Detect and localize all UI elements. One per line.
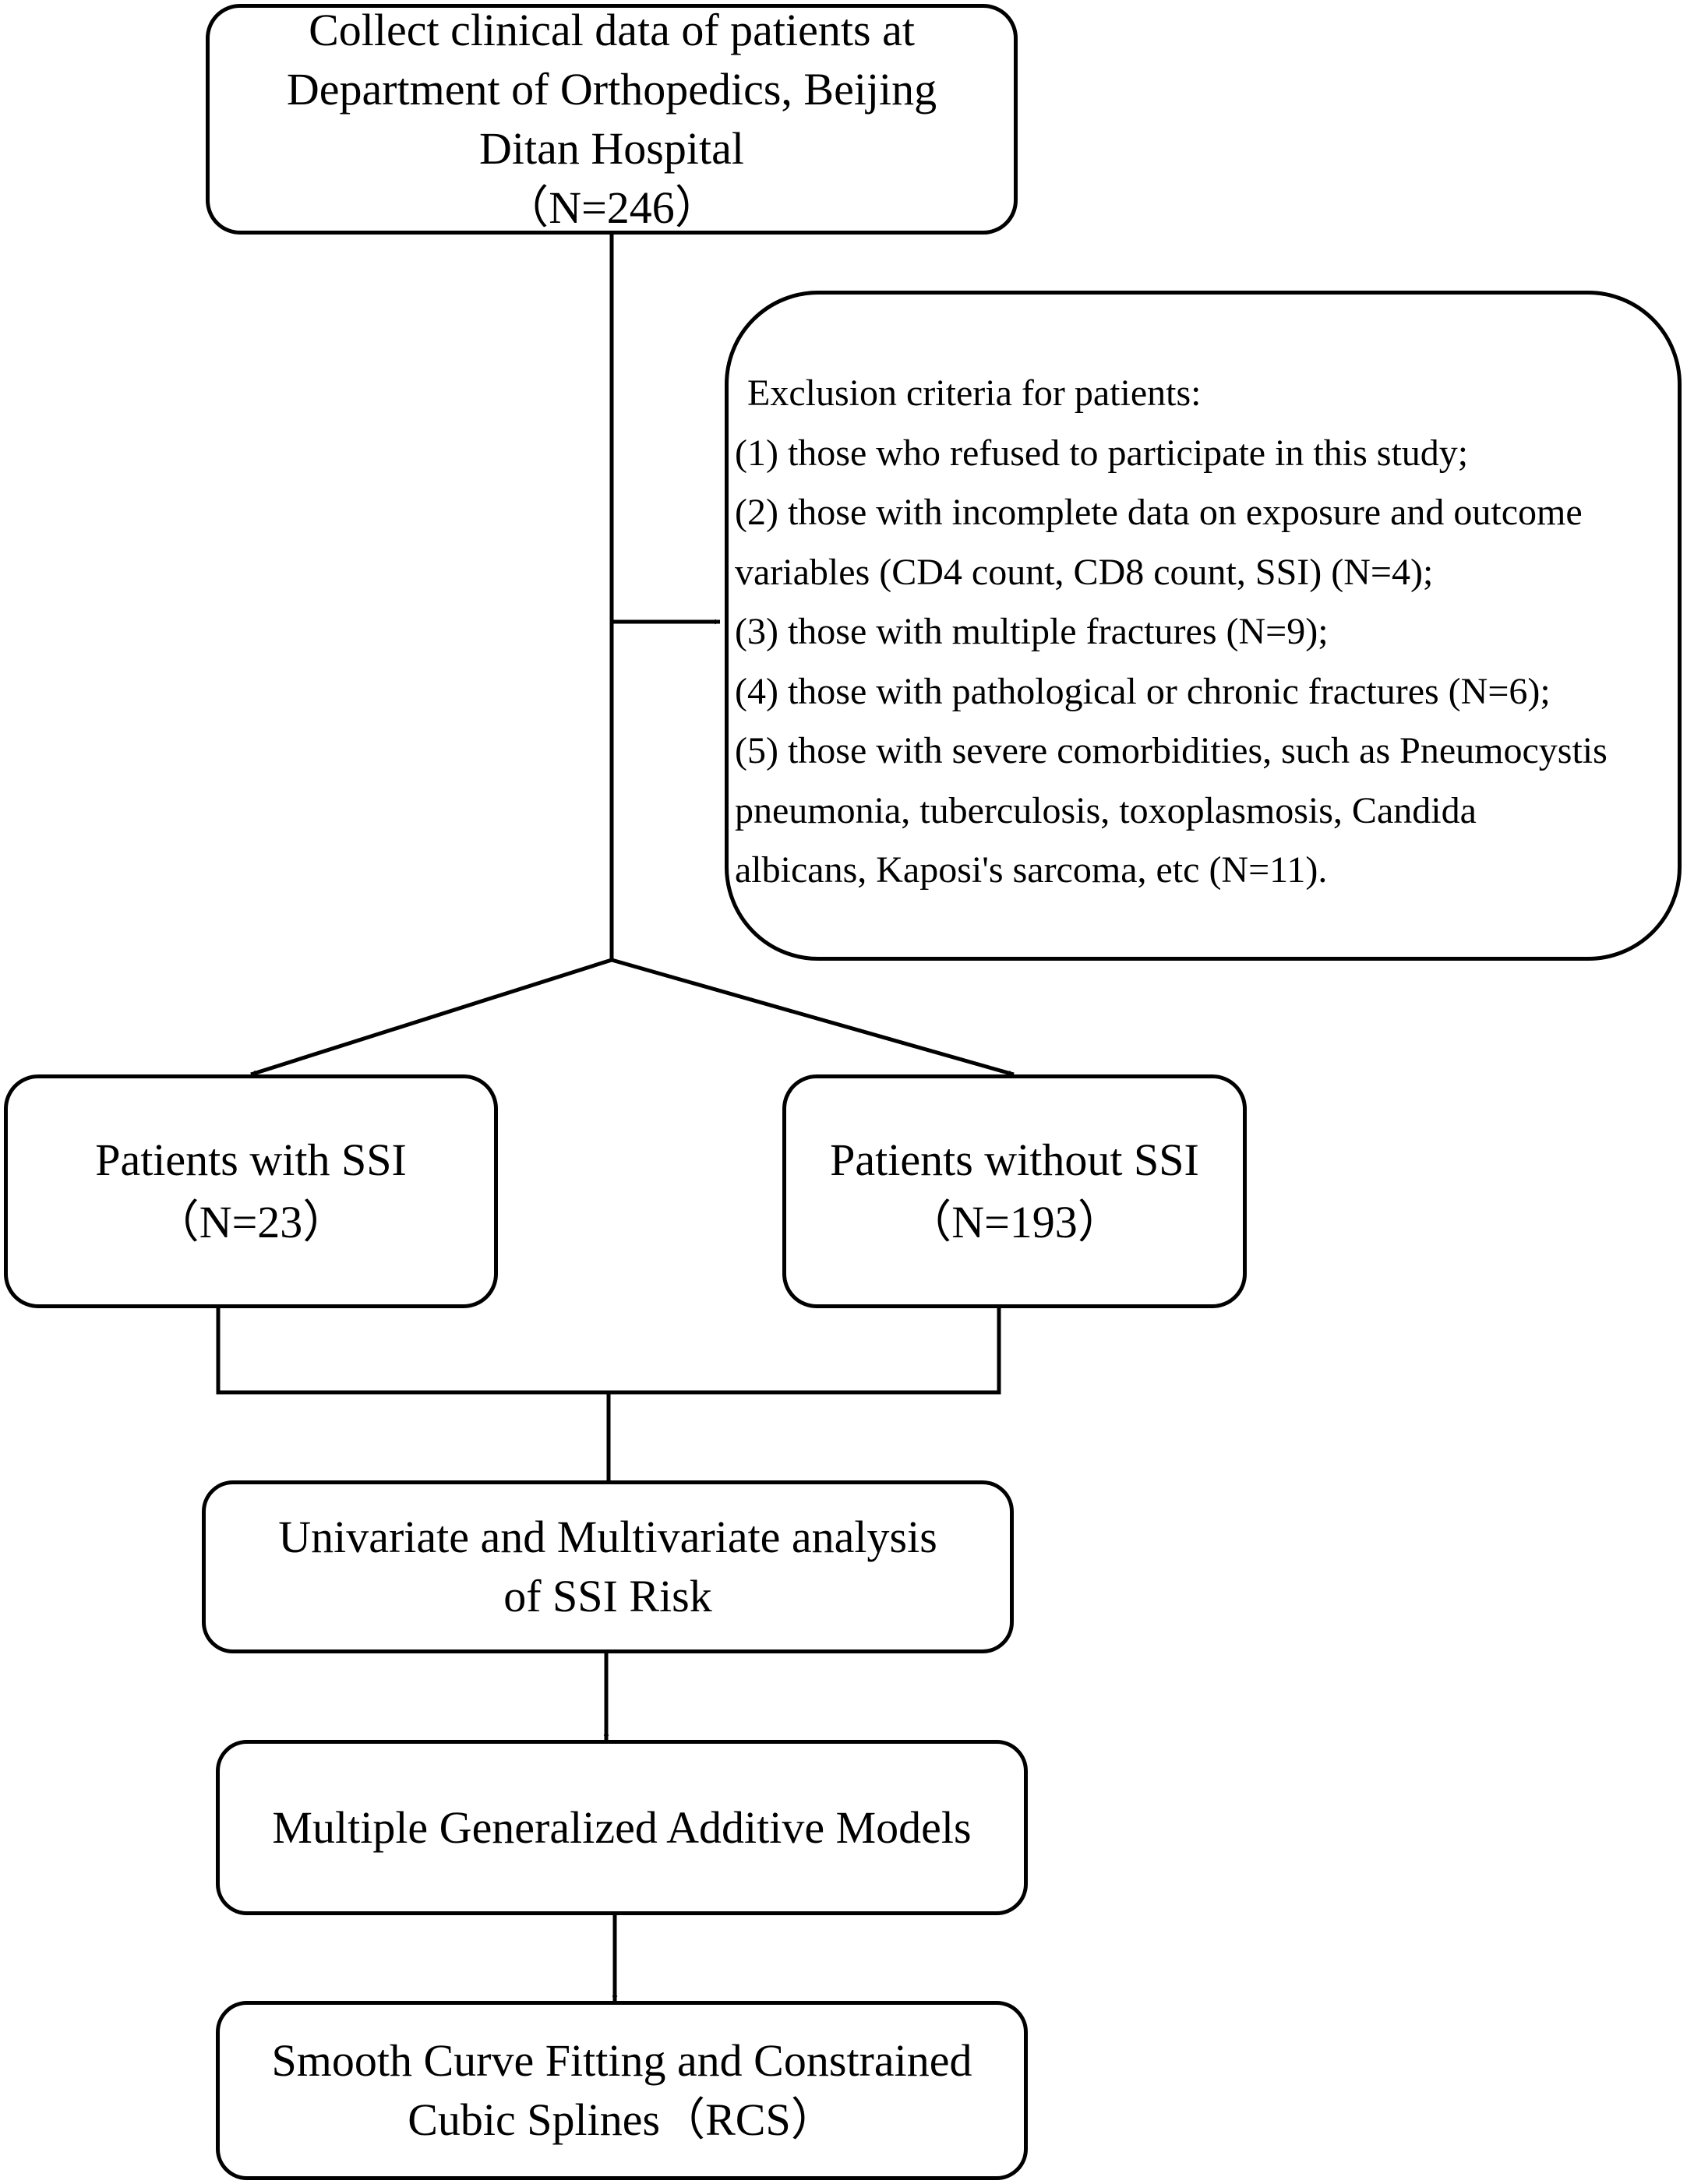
univariate-multivariate-box: Univariate and Multivariate analysis of … <box>202 1480 1014 1653</box>
with-ssi-label: Patients with SSI <box>95 1134 407 1185</box>
exclusion-line-3: variables (CD4 count, CD8 count, SSI) (N… <box>735 551 1434 593</box>
gam-label: Multiple Generalized Additive Models <box>272 1801 972 1853</box>
exclusion-line-8: albicans, Kaposi's sarcoma, etc (N=11). <box>735 849 1328 891</box>
exclusion-criteria-box: Exclusion criteria for patients: (1) tho… <box>725 291 1682 961</box>
univariate-line-1: Univariate and Multivariate analysis <box>278 1512 937 1562</box>
univariate-line-2: of SSI Risk <box>503 1571 712 1621</box>
collect-data-box: Collect clinical data of patients at Dep… <box>206 4 1018 235</box>
rcs-line-1: Smooth Curve Fitting and Constrained <box>271 2035 972 2086</box>
exclusion-line-1: (1) those who refused to participate in … <box>735 432 1469 474</box>
collect-line-3: Ditan Hospital <box>479 123 744 174</box>
collect-count: （N=246） <box>503 182 720 233</box>
patients-with-ssi-box: Patients with SSI （N=23） <box>4 1074 498 1308</box>
exclusion-line-4: (3) those with multiple fractures (N=9); <box>735 611 1329 652</box>
collect-line-2: Department of Orthopedics, Beijing <box>286 64 937 115</box>
rcs-box: Smooth Curve Fitting and Constrained Cub… <box>216 2001 1028 2180</box>
merge-line <box>216 1308 1001 1395</box>
gam-box: Multiple Generalized Additive Models <box>216 1740 1028 1915</box>
exclusion-line-5: (4) those with pathological or chronic f… <box>735 670 1551 712</box>
with-ssi-count: （N=23） <box>154 1197 348 1247</box>
without-ssi-label: Patients without SSI <box>830 1134 1199 1185</box>
exclusion-line-7: pneumonia, tuberculosis, toxoplasmosis, … <box>735 789 1477 831</box>
rcs-line-2: Cubic Splines（RCS） <box>408 2094 836 2145</box>
exclusion-line-6: (5) those with severe comorbidities, suc… <box>735 730 1608 771</box>
collect-line-1: Collect clinical data of patients at <box>309 5 915 55</box>
patients-without-ssi-box: Patients without SSI （N=193） <box>782 1074 1247 1308</box>
exclusion-title: Exclusion criteria for patients: <box>747 372 1202 414</box>
without-ssi-count: （N=193） <box>906 1197 1123 1247</box>
arrow-to-no-ssi <box>611 958 1015 1077</box>
exclusion-line-2: (2) those with incomplete data on exposu… <box>735 492 1583 533</box>
arrow-to-ssi <box>250 958 612 1077</box>
